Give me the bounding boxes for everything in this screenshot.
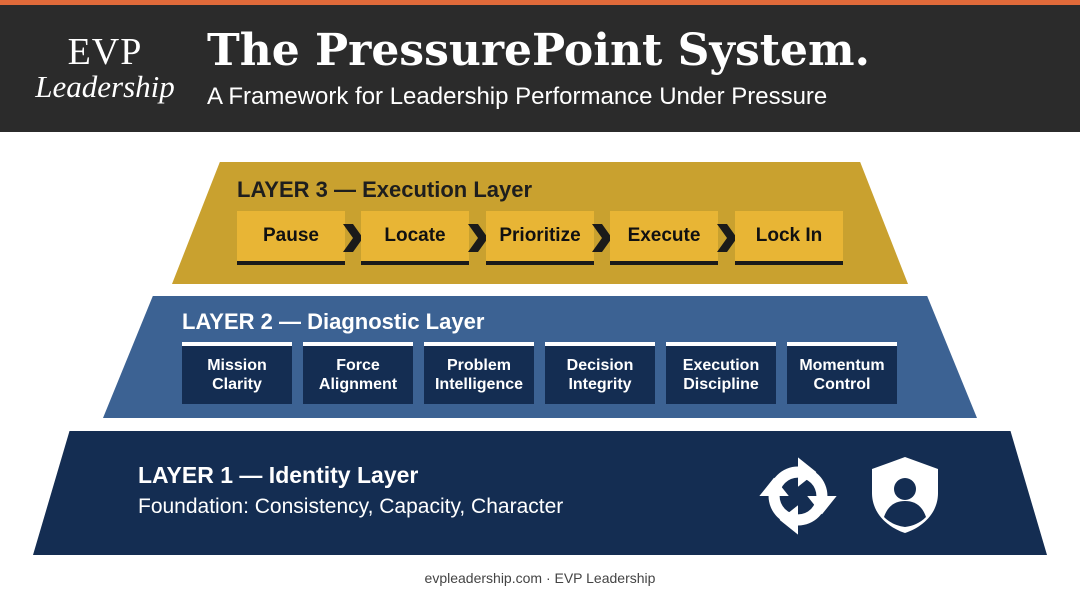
- step-lock-in: Lock In: [735, 211, 843, 265]
- logo-bottom-text: Leadership: [35, 69, 175, 104]
- chevron-right-icon: [592, 224, 612, 252]
- box-line: Intelligence: [434, 376, 524, 393]
- evp-logo: EVP Leadership: [30, 33, 180, 103]
- step-locate: Locate: [361, 211, 469, 265]
- header-banner: EVP Leadership The PressurePoint System.…: [0, 5, 1080, 132]
- page-subtitle: A Framework for Leadership Performance U…: [207, 83, 828, 110]
- box-line: Clarity: [212, 376, 262, 393]
- layer-2-title: LAYER 2 — Diagnostic Layer: [182, 309, 485, 334]
- box-line: Mission: [207, 357, 267, 374]
- step-pause: Pause: [237, 211, 345, 265]
- cycle-arrows-icon: [759, 457, 837, 535]
- footer-text: evpleadership.com · EVP Leadership: [424, 570, 656, 586]
- chevron-right-icon: [468, 224, 488, 252]
- chevron-right-icon: [717, 224, 737, 252]
- box-line: Integrity: [568, 376, 632, 393]
- box-line: Momentum: [799, 357, 885, 374]
- layer-1-subtitle: Foundation: Consistency, Capacity, Chara…: [138, 495, 564, 518]
- step-execute: Execute: [610, 211, 718, 265]
- layer-1-title: LAYER 1 — Identity Layer: [138, 462, 419, 488]
- box-line: Force: [336, 357, 380, 374]
- shield-person-icon: [872, 457, 938, 533]
- logo-top-text: EVP: [67, 31, 143, 73]
- box-line: Problem: [446, 357, 511, 374]
- box-line: Decision: [566, 357, 634, 374]
- box-line: Control: [813, 376, 871, 393]
- page-title: The PressurePoint System.: [207, 25, 870, 76]
- layer-3-title: LAYER 3 — Execution Layer: [237, 177, 533, 202]
- chevron-right-icon: [343, 224, 363, 252]
- step-prioritize: Prioritize: [486, 211, 594, 265]
- top-accent-bar: [0, 0, 1080, 5]
- box-line: Alignment: [318, 376, 398, 393]
- box-line: Execution: [682, 357, 760, 374]
- box-line: Discipline: [683, 376, 759, 393]
